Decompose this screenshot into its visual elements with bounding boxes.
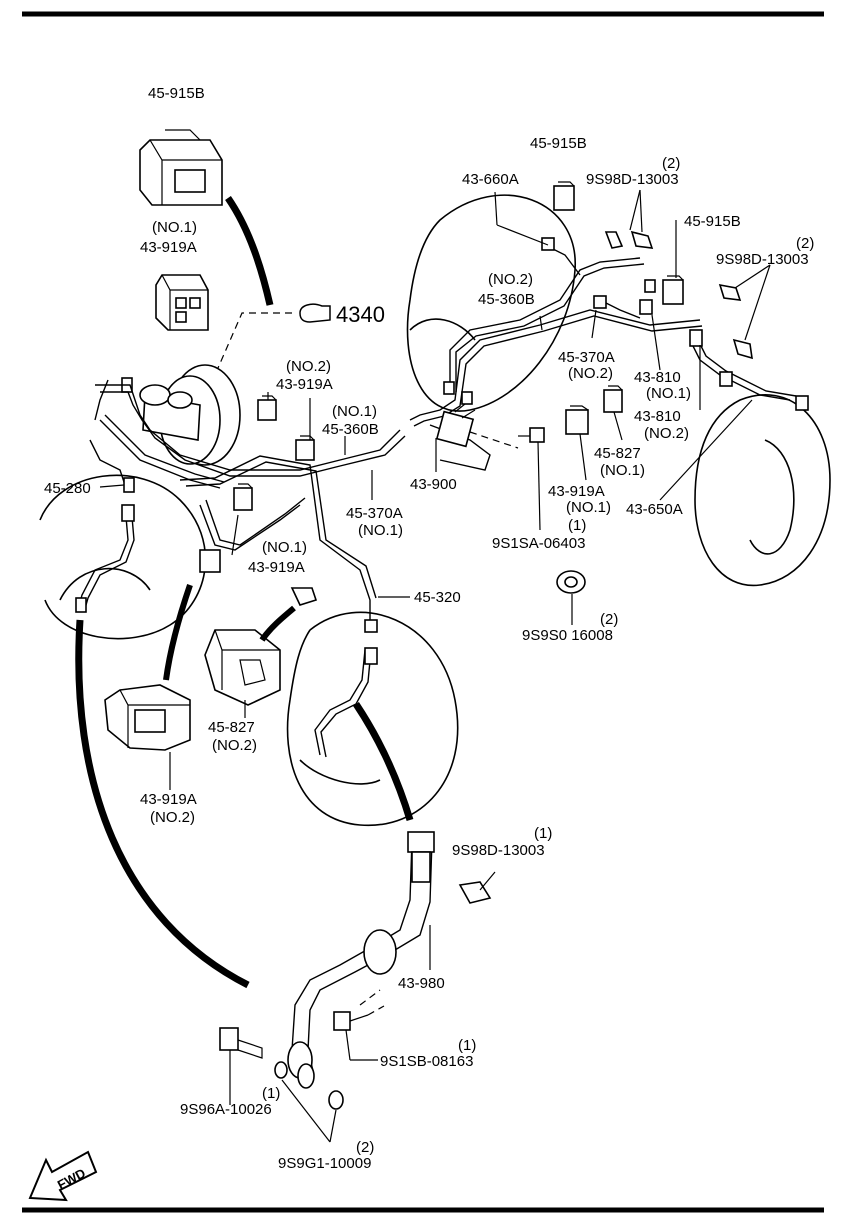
clip-43-919a-no1 xyxy=(155,274,209,331)
dashed-ref-43980 xyxy=(359,989,381,1006)
label-no2-m: (NO.2) xyxy=(568,365,613,382)
label-43-919a-e: 43-919A xyxy=(248,559,305,576)
bolt-9s1sb xyxy=(333,1005,385,1031)
label-no2-g: (NO.2) xyxy=(150,809,195,826)
label-no2-o: (NO.2) xyxy=(644,425,689,442)
clip-45-915b-right-top xyxy=(553,181,575,211)
brake-pipes-rear xyxy=(409,244,797,471)
label-43-660a: 43-660A xyxy=(462,171,519,188)
clip-45-915b-top xyxy=(139,129,223,206)
label-no1-d: (NO.1) xyxy=(358,522,403,539)
label-9s98d-k: 9S98D-13003 xyxy=(716,251,809,268)
label-2-i: (2) xyxy=(662,155,680,172)
label-45-370a-m: 45-370A xyxy=(558,349,615,366)
pointing-hand-icon xyxy=(299,303,331,323)
tire-rear-right xyxy=(694,394,831,587)
clip-45-360b-no1 xyxy=(295,435,315,461)
label-no2-b: (NO.2) xyxy=(286,358,331,375)
dashed-ref-valve xyxy=(469,431,519,449)
label-43-980: 43-980 xyxy=(398,975,445,992)
label-no1-e: (NO.1) xyxy=(262,539,307,556)
label-43-650a: 43-650A xyxy=(626,501,683,518)
fwd-arrow-icon xyxy=(28,1150,98,1202)
label-9s1sb: 9S1SB-08163 xyxy=(380,1053,473,1070)
label-9s9g1: 9S9G1-10009 xyxy=(278,1155,371,1172)
label-43-810-n: 43-810 xyxy=(634,369,681,386)
label-2-k: (2) xyxy=(796,235,814,252)
label-43-900: 43-900 xyxy=(410,476,457,493)
brake-pipes-front xyxy=(77,379,406,758)
label-43-919a-b: 43-919A xyxy=(276,376,333,393)
washers-9s9g1 xyxy=(274,1061,344,1110)
bracket-45-827-no1 xyxy=(603,385,623,413)
clip-45-915b-right xyxy=(662,275,684,305)
label-1-t: (1) xyxy=(534,825,552,842)
label-45-280: 45-280 xyxy=(44,480,91,497)
proportioning-valve xyxy=(435,399,476,448)
label-45-915b-top: 45-915B xyxy=(148,85,205,102)
label-9s98d-t: 9S98D-13003 xyxy=(452,842,545,859)
label-45-360b-l: 45-360B xyxy=(478,291,535,308)
tire-rear-left xyxy=(406,194,576,412)
label-43-919a-q: 43-919A xyxy=(548,483,605,500)
dashed-ref-4340 xyxy=(217,312,292,369)
bolt-9s96a xyxy=(219,1027,263,1059)
label-9s96a: 9S96A-10026 xyxy=(180,1101,272,1118)
callout-arc-bracket xyxy=(259,605,296,642)
label-1-r: (1) xyxy=(568,517,586,534)
callout-arc-clip-left xyxy=(163,584,193,681)
label-4340: 4340 xyxy=(336,302,385,327)
brake-hose-43-980 xyxy=(287,831,435,1089)
label-45-370a-d: 45-370A xyxy=(346,505,403,522)
label-9s98d-i: 9S98D-13003 xyxy=(586,171,679,188)
master-cylinder xyxy=(121,377,201,441)
label-43-919a-a: 43-919A xyxy=(140,239,197,256)
label-45-827-f: 45-827 xyxy=(208,719,255,736)
callout-arc-clip-top xyxy=(225,196,274,306)
label-45-915b-j: 45-915B xyxy=(684,213,741,230)
label-45-360b-c: 45-360B xyxy=(322,421,379,438)
clips-9s98d-right xyxy=(718,283,753,360)
label-9s9s0: 9S9S0 16008 xyxy=(522,627,613,644)
label-no2-l: (NO.2) xyxy=(488,271,533,288)
label-no1-a: (NO.1) xyxy=(152,219,197,236)
clip-43-919a-no1-lower xyxy=(233,483,253,511)
label-no1-p: (NO.1) xyxy=(600,462,645,479)
callout-arc-hose xyxy=(353,702,414,822)
tire-front-right xyxy=(286,611,459,827)
label-45-320: 45-320 xyxy=(414,589,461,606)
callout-arc-long xyxy=(75,619,250,989)
label-no2-f: (NO.2) xyxy=(212,737,257,754)
label-45-827-p: 45-827 xyxy=(594,445,641,462)
clip-small-1 xyxy=(199,549,221,573)
bracket-45-827-no2 xyxy=(204,629,281,706)
clip-43-919a-no2-large xyxy=(104,684,191,751)
label-45-915b-h: 45-915B xyxy=(530,135,587,152)
label-2-s: (2) xyxy=(600,611,618,628)
clip-43-919a-no1-right xyxy=(565,405,589,435)
label-43-810-o: 43-810 xyxy=(634,408,681,425)
label-1-v: (1) xyxy=(262,1085,280,1102)
leader-lines xyxy=(99,189,771,1143)
label-no1-n: (NO.1) xyxy=(646,385,691,402)
label-no1-c: (NO.1) xyxy=(332,403,377,420)
label-1-u: (1) xyxy=(458,1037,476,1054)
washer-9s9s0 xyxy=(556,570,586,594)
fittings xyxy=(75,237,809,665)
clip-43-919a-no2-upper xyxy=(257,395,277,421)
clips-9s98d-upper xyxy=(604,230,654,249)
clip-9s98d-lower xyxy=(458,881,492,904)
bolt-9s1sa xyxy=(518,427,545,443)
label-2-w: (2) xyxy=(356,1139,374,1156)
clip-small-2 xyxy=(290,587,318,606)
label-9s1sa: 9S1SA-06403 xyxy=(492,535,585,552)
label-no1-q: (NO.1) xyxy=(566,499,611,516)
label-43-919a-g: 43-919A xyxy=(140,791,197,808)
